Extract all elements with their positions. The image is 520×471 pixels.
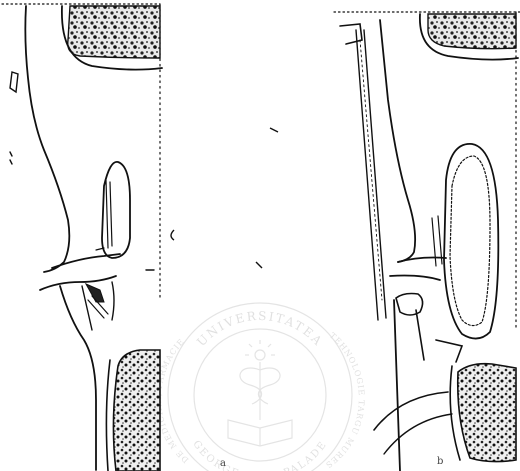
seal-right-text: TEHNOLOGIE TARGU MURES (323, 331, 366, 470)
panel-marker-a: a (220, 458, 226, 469)
stray-marks (171, 128, 278, 268)
left-panel-drawing (2, 4, 162, 471)
left-loop-structure (102, 162, 130, 258)
university-seal-watermark: UNIVERSITATEA GEORGE EMIL PALADE DE MEDI… (154, 303, 366, 471)
seal-caduceus-icon (240, 362, 280, 420)
upper-bone-block-right (428, 14, 516, 49)
left-wall-contour (25, 6, 69, 272)
lower-bone-block-left (113, 350, 160, 471)
lower-ring-right (396, 294, 423, 316)
upper-bone-block-left (68, 6, 160, 58)
lower-bone-block-right (458, 364, 516, 462)
seal-book-icon (228, 420, 292, 446)
svg-text:TEHNOLOGIE TARGU MURES: TEHNOLOGIE TARGU MURES (323, 331, 366, 470)
panel-marker-b: b (437, 456, 443, 467)
seal-sun-icon (245, 340, 275, 360)
